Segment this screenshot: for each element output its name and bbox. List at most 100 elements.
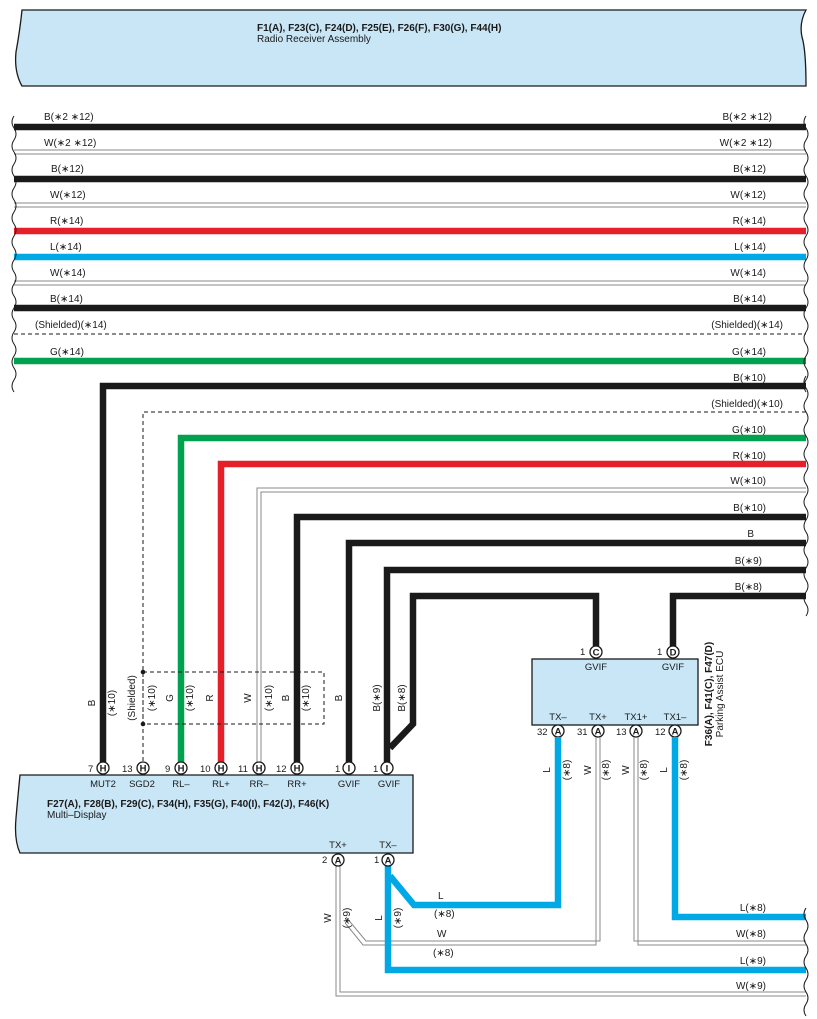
wire-pa32-l8 [387,737,562,909]
bus-label-left-7: W(∗14) [50,268,86,279]
md-pin-9-num: 9 [165,764,170,775]
vlabel-rrm-color: W [243,693,254,703]
left-break-mark [11,115,17,393]
pa-pin-d-conn: D [670,648,677,659]
wire-mut2 [99,382,806,763]
pa-pin-13-num: 13 [616,727,627,738]
md-pin-1-num: 1 [374,855,379,866]
wire-pa13-w8 [633,737,806,946]
bus-label-right-6: L(∗14) [734,242,766,253]
md-pin-i1-num: 1 [335,764,340,775]
wire-rr-plus [293,513,806,763]
bus-wire-4 [14,202,806,208]
right-wire-label-4: R(∗10) [733,451,766,462]
md-pin-i2-name: GVIF [378,779,400,790]
label-l8-mid: L [438,891,444,902]
vlabel-rrp-note: (∗10) [301,685,312,711]
bus-label-right-10: G(∗14) [732,347,766,358]
md-pin-7-num: 7 [88,764,93,775]
md-pin-i1-conn: I [348,764,351,775]
vlabel-md2-note: (∗9) [342,908,353,929]
md-pin-7-conn: H [100,764,107,775]
pa-pin-31-num: 31 [577,727,588,738]
display-feed-wires [99,375,809,763]
wire-sgd2 [142,411,806,763]
label-w9-right: W(∗9) [736,981,766,992]
md-pin-2-num: 2 [322,855,327,866]
pa-pin-d-num: 1 [657,647,662,658]
md-pin-10-num: 10 [200,764,211,775]
wire-gvif-c [387,592,600,751]
bus-wire-7 [14,280,806,286]
radio-connectors-label: F1(A), F23(C), F24(D), F25(E), F26(F), F… [257,23,501,34]
pa-pin-31-conn: A [595,727,602,738]
bus-label-right-5: R(∗14) [733,216,766,227]
right-wire-label-3: G(∗10) [732,425,766,436]
wire-gvif-2 [383,566,806,763]
bus-labels-right: B(∗2 ∗12) W(∗2 ∗12) B(∗12) W(∗12) R(∗14)… [711,112,783,358]
bus-label-left-3: B(∗12) [51,164,84,175]
wire-md-w9 [335,866,806,997]
bus-label-right-7: W(∗14) [730,268,766,279]
label-l9-right: L(∗9) [740,956,766,967]
vlabel-pa12-color: L [659,767,670,773]
vlabel-mut2-color: B [87,699,98,706]
right-wire-label-1: B(∗10) [733,373,766,384]
md-pin-9-name: RL– [172,779,190,790]
md-pin-12-conn: H [294,764,301,775]
md-pin-13-num: 13 [122,764,133,775]
multi-display-top-pins: 7 H MUT2 13 H SGD2 9 H RL– 10 H RL+ 11 H… [88,761,400,790]
md-pin-i2-conn: I [386,764,389,775]
bus-label-left-8: B(∗14) [50,294,83,305]
vlabel-rlp-color: R [205,694,216,701]
pa-pin-d-name: GVIF [662,662,684,673]
multi-display-bottom-pins: TX+ 2 A TX– 1 A [322,840,397,867]
pa-pin-c-name: GVIF [585,662,607,673]
vlabel-pa12-note: (∗8) [679,760,690,781]
radio-receiver-assembly: F1(A), F23(C), F24(D), F25(E), F26(F), F… [14,9,808,87]
vlabel-rlm-note: (∗10) [185,685,196,711]
md-pin-i2-num: 1 [373,764,378,775]
wire-rr-minus [256,487,806,763]
parking-assist-ecu: F36(A), F41(C), F47(D) Parking Assist EC… [531,642,726,746]
vlabel-pa31-note: (∗8) [601,760,612,781]
pa-pin-32-num: 32 [537,727,548,738]
vlabel-rrp-color: B [281,694,292,701]
md-pin-11-num: 11 [238,764,248,775]
vlabel-md1-color: L [374,915,385,921]
wire-md-l9 [384,866,806,974]
md-pin-i1-name: GVIF [338,779,360,790]
wire-pa31-w8 [345,737,601,946]
vlabel-md1-note: (∗9) [393,908,404,929]
md-pin-9-conn: H [178,764,185,775]
bus-label-right-4: W(∗12) [730,190,766,201]
bus-label-left-9: (Shielded)(∗14) [35,320,107,331]
label-l8-mid-note: (∗8) [434,909,455,920]
md-pin-13-name: SGD2 [129,779,155,790]
bus-labels-left: B(∗2 ∗12) W(∗2 ∗12) B(∗12) W(∗12) R(∗14)… [35,112,107,358]
right-wire-label-7: B [747,529,754,540]
right-wire-label-2: (Shielded)(∗10) [711,399,783,410]
md-pin-7-name: MUT2 [90,779,116,790]
label-w8-mid: W [437,929,447,940]
pa-pin-c-conn: C [593,648,600,659]
radio-name-label: Radio Receiver Assembly [257,34,371,45]
md-pin-12-name: RR+ [287,779,307,790]
bus-label-right-1: B(∗2 ∗12) [722,112,772,123]
vlabel-pa13-note: (∗8) [639,760,650,781]
bus-label-left-10: G(∗14) [50,347,84,358]
label-l8-right: L(∗8) [740,903,766,914]
wire-rl-minus [177,434,806,763]
pa-pin-12-name: TX1– [664,712,687,723]
vlabel-gvif1-color: B [334,694,345,701]
display-connectors-label: F27(A), F28(B), F29(C), F34(H), F35(G), … [47,799,329,810]
label-w8-right: W(∗8) [736,929,766,940]
md-pin-2-conn: A [335,856,342,867]
vlabel-pa31-color: W [583,765,594,775]
bus-wire-2 [14,149,806,155]
wire-rl-plus [217,460,806,763]
parking-connectors-label: F36(A), F41(C), F47(D) [704,642,715,746]
pa-pin-12-num: 12 [655,727,666,738]
right-wire-labels: B(∗10) (Shielded)(∗10) G(∗10) R(∗10) W(∗… [711,373,783,593]
vlabel-mut2-note: (∗10) [107,690,118,716]
